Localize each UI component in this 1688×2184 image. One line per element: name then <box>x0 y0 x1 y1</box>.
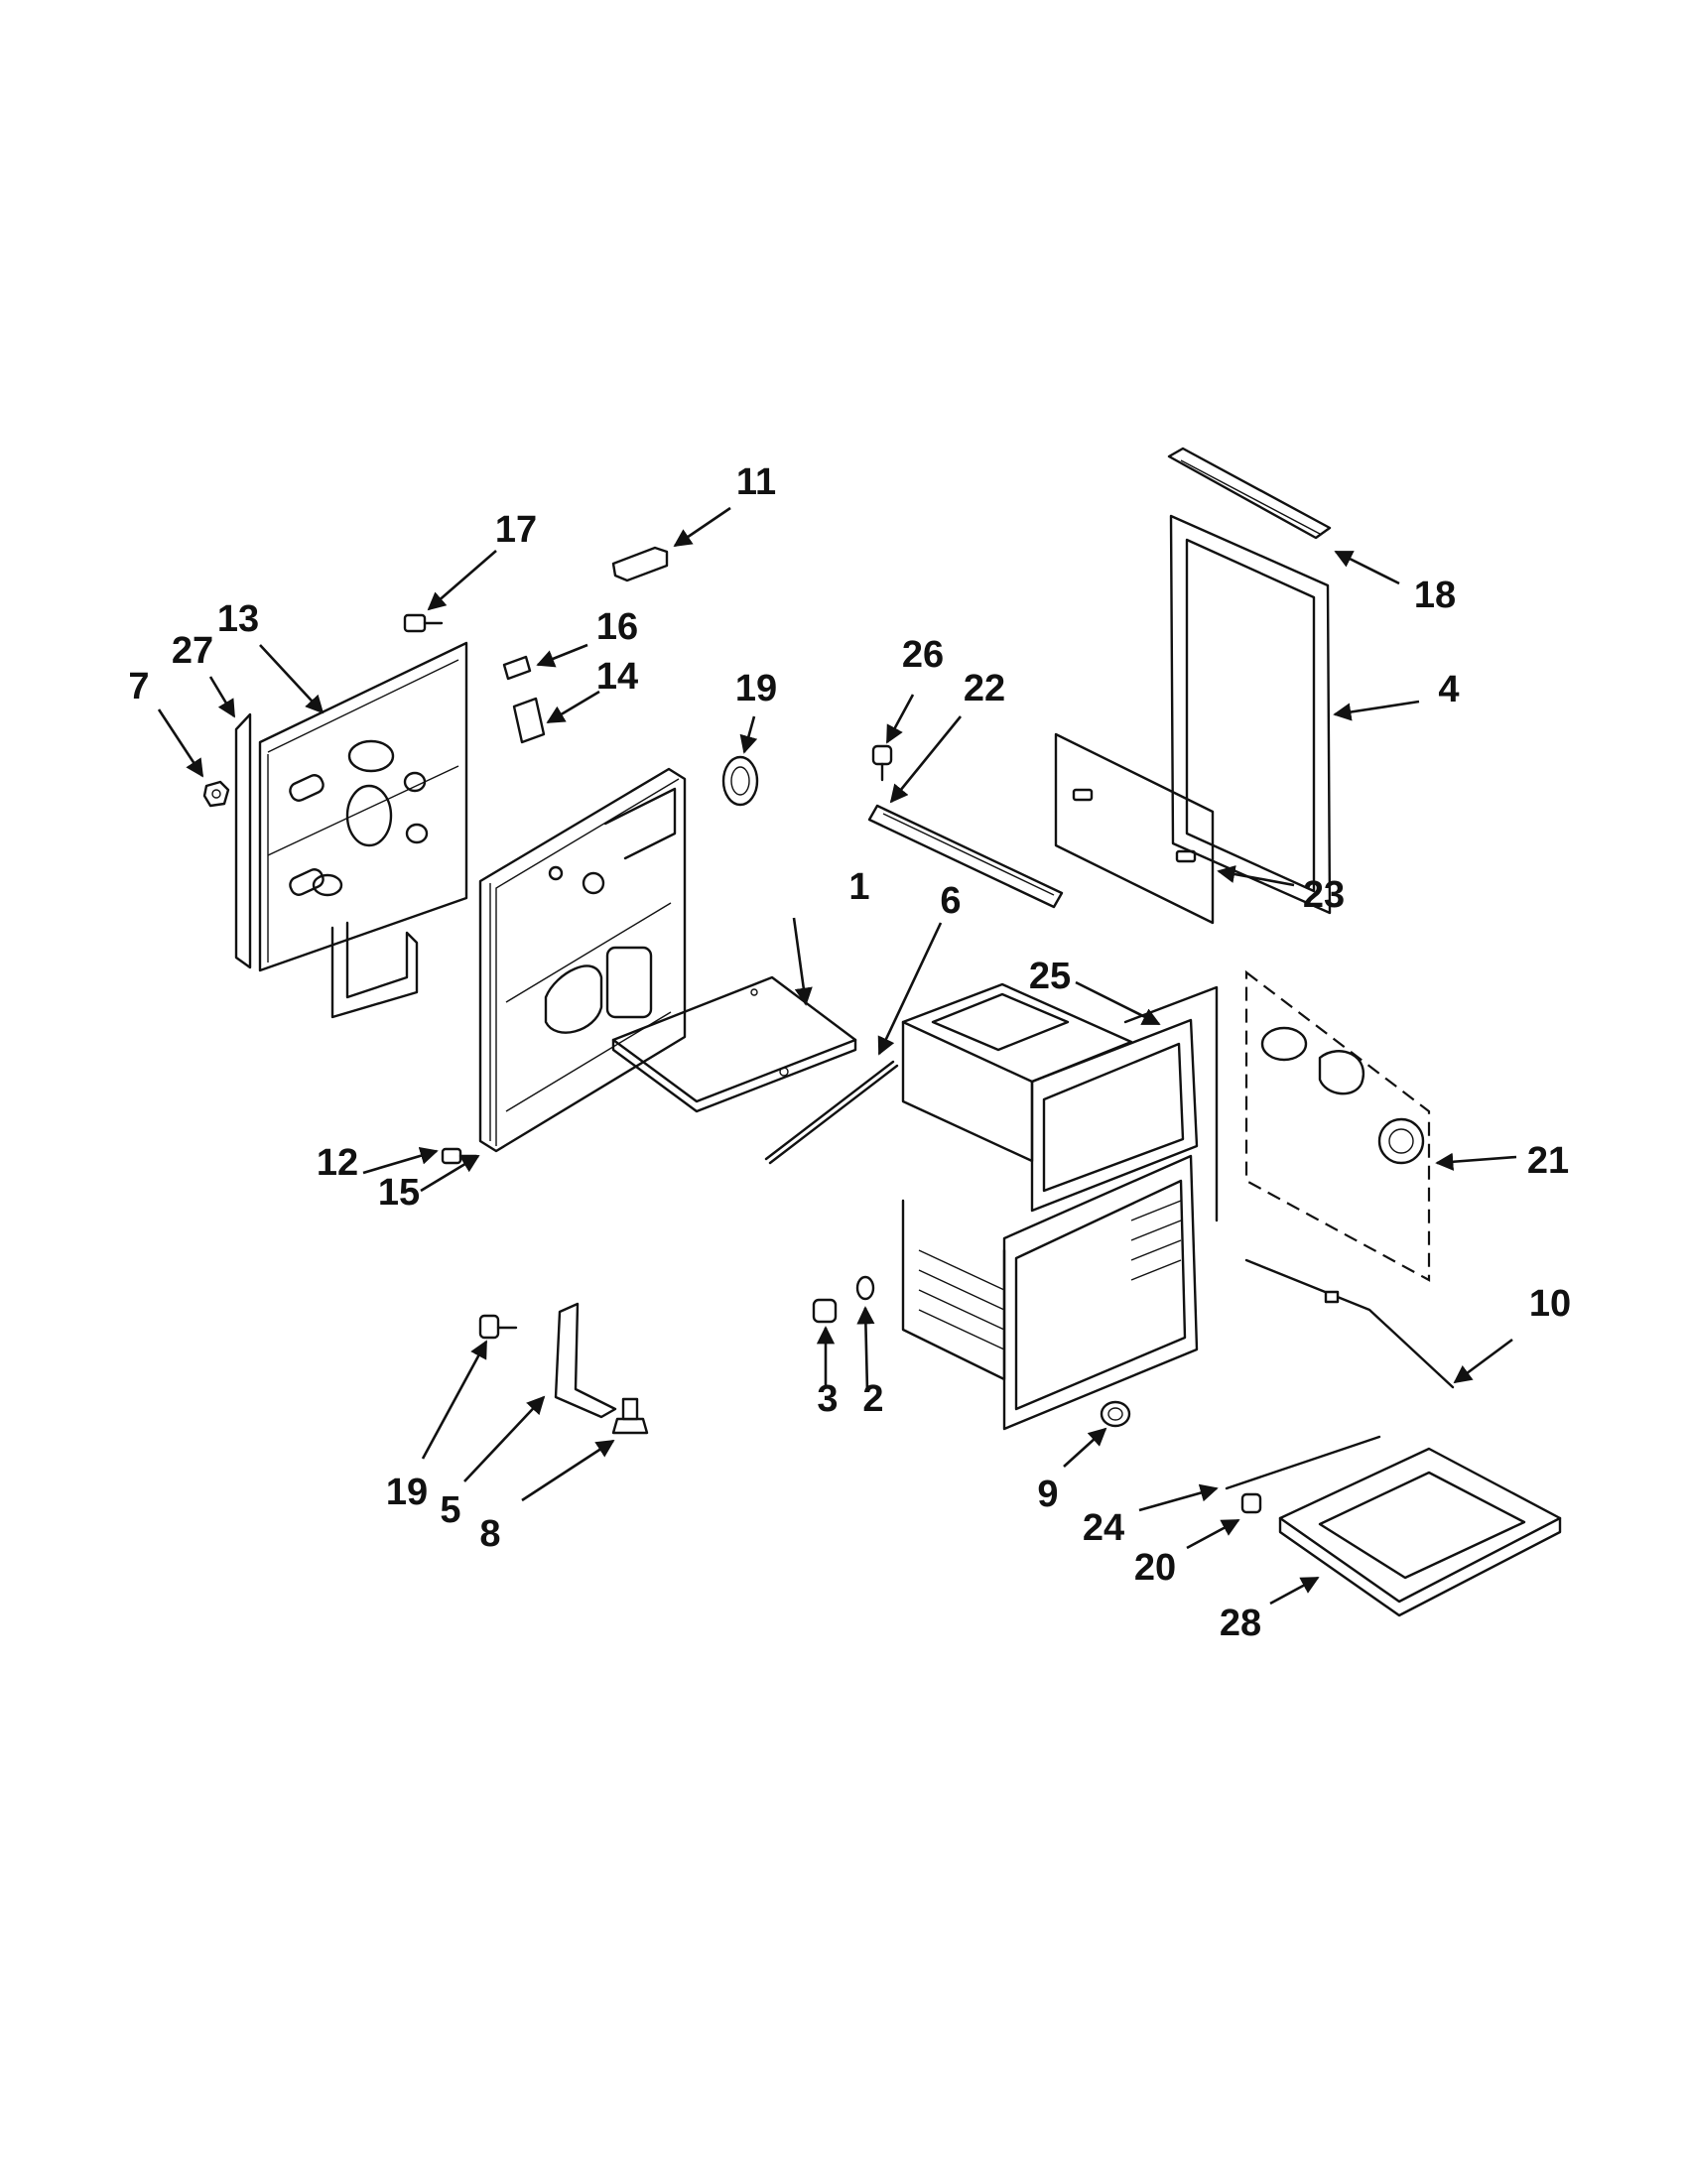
callout-11: 11 <box>736 461 776 503</box>
part-2-washer <box>855 1275 875 1301</box>
callout-7: 7 <box>128 666 149 707</box>
callout-labels: 1 2 3 4 5 6 7 8 9 10 11 12 13 14 15 16 1… <box>128 461 1571 1644</box>
part-21-light-assembly <box>1244 969 1431 1282</box>
leader-27 <box>208 676 236 718</box>
callout-8: 8 <box>479 1513 500 1555</box>
leader-20 <box>1186 1518 1240 1550</box>
part-19-grommet <box>721 755 759 807</box>
part-7-clip <box>202 780 230 808</box>
part-27-side-strip <box>234 712 252 969</box>
part-17-screw <box>403 613 444 633</box>
callout-17: 17 <box>495 509 537 551</box>
callout-13: 13 <box>217 598 259 640</box>
leader-15 <box>420 1154 480 1193</box>
leader-8 <box>521 1439 615 1502</box>
callout-20: 20 <box>1134 1547 1176 1589</box>
callout-19-top: 19 <box>735 668 777 709</box>
part-15-back-frame <box>478 767 687 1153</box>
leader-12 <box>362 1146 439 1175</box>
part-14-bracket <box>512 697 546 744</box>
callout-22: 22 <box>964 668 1005 709</box>
leader-2 <box>856 1306 875 1392</box>
callout-1: 1 <box>848 866 869 908</box>
leader-25 <box>1075 980 1161 1026</box>
callout-4: 4 <box>1438 669 1459 710</box>
leader-5 <box>463 1395 546 1482</box>
leader-19b <box>421 1340 488 1460</box>
leader-19a <box>739 715 758 754</box>
part-25-oven-cavity <box>901 982 1219 1431</box>
leader-1 <box>792 917 813 1006</box>
callout-24: 24 <box>1083 1507 1124 1549</box>
callout-27: 27 <box>172 630 213 672</box>
callout-18: 18 <box>1414 575 1456 616</box>
callout-28: 28 <box>1220 1603 1261 1644</box>
leader-16 <box>536 643 588 668</box>
callout-9: 9 <box>1037 1474 1058 1515</box>
part-19-screw-bottom <box>478 1314 518 1340</box>
leader-17 <box>427 550 497 611</box>
callout-6: 6 <box>940 880 961 922</box>
callout-23: 23 <box>1303 874 1345 916</box>
leader-24 <box>1138 1483 1219 1512</box>
part-4-door-frame <box>1169 514 1332 915</box>
part-16-clip <box>502 655 532 681</box>
part-24-rod <box>1225 1435 1381 1490</box>
callout-19-bottom: 19 <box>386 1472 428 1513</box>
part-9-knob <box>1100 1400 1131 1428</box>
leader-10 <box>1453 1338 1513 1384</box>
part-23-panel <box>1054 732 1215 925</box>
leader-21 <box>1435 1152 1517 1171</box>
callout-5: 5 <box>440 1489 460 1531</box>
part-22-rail <box>867 804 1064 909</box>
part-3-screw <box>812 1298 838 1324</box>
leader-28 <box>1269 1576 1320 1606</box>
part-8-leveling-leg <box>611 1397 649 1435</box>
leader-11 <box>673 506 731 548</box>
callout-26: 26 <box>902 634 944 676</box>
part-10-wire <box>1244 1258 1455 1389</box>
callout-3: 3 <box>817 1378 838 1420</box>
callout-25: 25 <box>1029 956 1071 997</box>
part-5-bracket <box>554 1302 617 1419</box>
part-20-screw <box>1240 1492 1262 1514</box>
leader-22 <box>889 715 963 804</box>
leader-lines <box>157 506 1517 1606</box>
callout-12: 12 <box>317 1142 358 1184</box>
leader-4 <box>1333 700 1420 721</box>
callout-21: 21 <box>1527 1140 1569 1182</box>
part-18-strip <box>1167 447 1332 540</box>
callout-14: 14 <box>596 656 638 698</box>
leader-23 <box>1217 865 1295 887</box>
part-1-tray <box>611 975 857 1113</box>
callout-10: 10 <box>1529 1283 1571 1325</box>
leader-26 <box>885 694 915 744</box>
callout-2: 2 <box>862 1378 883 1420</box>
part-11-bracket <box>611 546 669 582</box>
part-6-rod <box>764 1060 899 1165</box>
leader-9 <box>1063 1427 1107 1468</box>
part-26-screw <box>871 744 893 782</box>
leader-6 <box>877 922 943 1056</box>
leader-13 <box>259 644 325 714</box>
leader-18 <box>1334 550 1400 585</box>
leader-14 <box>546 690 600 724</box>
part-28-tray <box>1278 1447 1562 1617</box>
callout-16: 16 <box>596 606 638 648</box>
leader-7 <box>157 708 204 778</box>
part-13-rear-panel <box>258 641 468 1019</box>
callout-15: 15 <box>378 1172 420 1214</box>
